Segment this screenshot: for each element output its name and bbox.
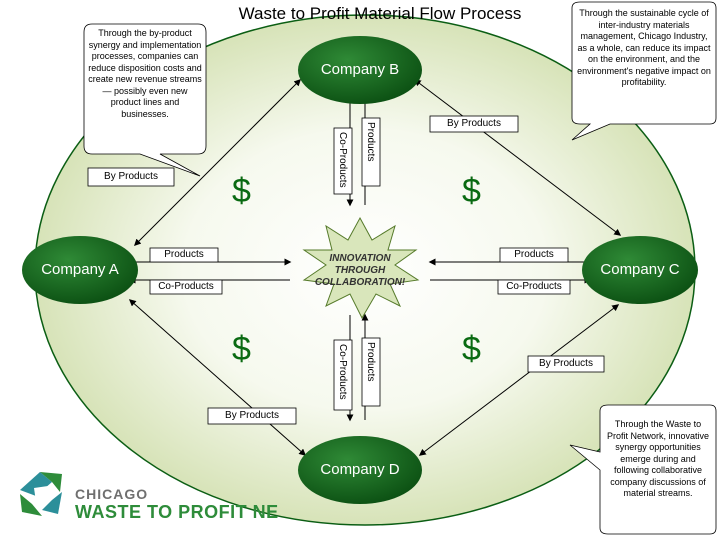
logo-mark	[20, 472, 62, 516]
innovation-line-3: COLLABORATION!	[314, 277, 406, 288]
innovation-starburst	[302, 216, 420, 320]
company-a-label: Company A	[41, 261, 119, 278]
company-c-label: Company C	[600, 261, 680, 278]
products-right-label: Products	[514, 249, 554, 260]
logo-text-chicago: CHICAGO	[75, 486, 149, 502]
products-top-label: Products	[365, 122, 376, 162]
co-products-top-label: Co-Products	[337, 132, 348, 188]
co-products-top-box	[333, 127, 353, 195]
by-products-right-label: By Products	[539, 358, 593, 369]
diagram-title: Waste to Profit Material Flow Process	[238, 4, 522, 23]
co-products-bottom-box	[333, 339, 353, 411]
flow-arrow-b-c	[413, 79, 622, 236]
callout-top-right-bubble	[571, 1, 717, 141]
company-d-node	[298, 436, 422, 504]
innovation-line-1: INNOVATION	[329, 253, 391, 264]
company-b-node	[298, 36, 422, 104]
products-top-box	[361, 117, 381, 187]
products-bottom-label: Products	[365, 342, 376, 382]
products-right-box	[499, 247, 569, 263]
logo-text-waste-to-profit: WASTE TO PROFIT NE	[75, 502, 279, 522]
callout-bottom-right-bubble	[569, 404, 717, 535]
co-products-left-label: Co-Products	[158, 281, 214, 292]
company-c-node	[582, 236, 698, 304]
products-left-label: Products	[164, 249, 204, 260]
dollar-sign-top-left: $	[232, 172, 251, 210]
flow-arrow-a-d	[128, 299, 307, 456]
products-bottom-box	[361, 337, 381, 407]
co-products-right-box	[497, 279, 571, 295]
co-products-right-label: Co-Products	[506, 281, 562, 292]
company-b-label: Company B	[320, 61, 400, 78]
company-d-label: Company D	[320, 461, 400, 478]
innovation-text: INNOVATION THROUGH COLLABORATION!	[304, 253, 416, 289]
callout-bottom-right-text: Through the Waste to Profit Network, inn…	[606, 419, 710, 498]
innovation-line-2: THROUGH	[334, 265, 386, 276]
by-products-bottom-left-box	[207, 407, 297, 425]
co-products-left-box	[149, 279, 223, 295]
products-left-box	[149, 247, 219, 263]
flow-arrow-d-c	[418, 304, 620, 456]
co-products-bottom-label: Co-Products	[337, 344, 348, 400]
by-products-left-label: By Products	[104, 171, 158, 182]
callout-top-left-bubble	[83, 23, 207, 177]
by-products-top-right-label: By Products	[447, 118, 501, 129]
company-a-node	[22, 236, 138, 304]
by-products-top-right-box	[429, 115, 519, 133]
dollar-sign-bottom-left: $	[232, 330, 251, 368]
by-products-left-box	[87, 167, 175, 187]
flow-arrow-a-b	[134, 79, 301, 246]
callout-top-left-text: Through the by-product synergy and imple…	[88, 28, 202, 119]
callout-top-right-text: Through the sustainable cycle of inter-i…	[577, 8, 711, 87]
by-products-bottom-left-label: By Products	[225, 410, 279, 421]
by-products-right-box	[527, 355, 605, 373]
dollar-sign-top-right: $	[462, 172, 481, 210]
dollar-sign-bottom-right: $	[462, 330, 481, 368]
